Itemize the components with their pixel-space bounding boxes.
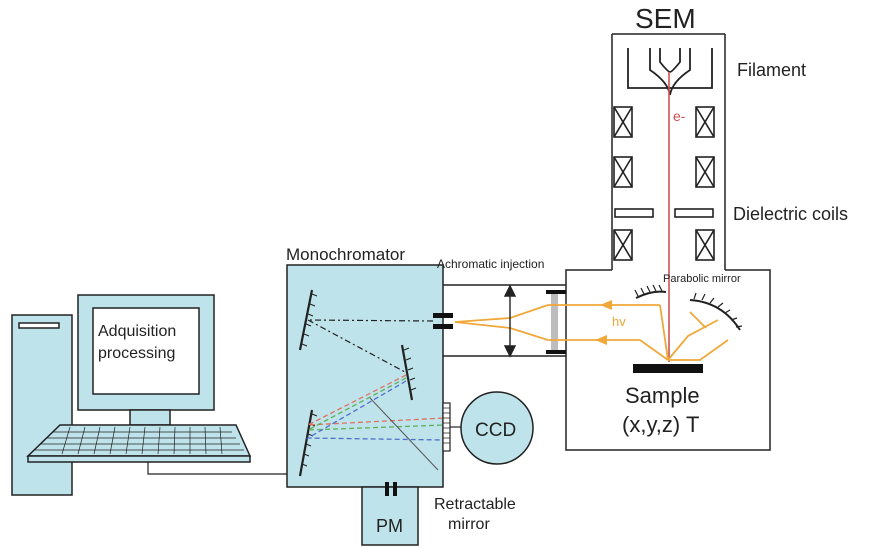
- sem-label: SEM: [635, 3, 696, 34]
- light-path: [454, 304, 729, 361]
- mirror-hatching: [634, 284, 743, 328]
- monochromator-mirrors: [298, 289, 414, 477]
- pm-detector: [361, 482, 419, 546]
- filament-label: Filament: [737, 60, 806, 80]
- monochromator-box: [286, 264, 444, 488]
- mirror-label: mirror: [448, 516, 490, 533]
- hv-label: hv: [612, 314, 626, 329]
- coil-icons: [613, 106, 715, 261]
- entrance-slit-icon: [433, 313, 453, 329]
- parabolic-mirror-label: Parabolic mirror: [663, 273, 741, 285]
- computer-icon: [11, 294, 252, 496]
- pm-label: PM: [376, 516, 403, 536]
- sample-chamber: [565, 269, 771, 451]
- light-arrowheads: [595, 300, 612, 345]
- computer-label-line1: Adquisition: [98, 323, 176, 340]
- lens-icon: [503, 284, 517, 358]
- optical-tube: [443, 284, 566, 357]
- keyboard-grid: [34, 426, 244, 455]
- electron-label: e-: [673, 108, 686, 124]
- ccd-detector: [442, 391, 534, 465]
- sample-stage: [633, 364, 703, 373]
- computer-label-line2: processing: [98, 345, 175, 362]
- internal-beam: [307, 319, 434, 373]
- sample-label: Sample: [625, 383, 700, 408]
- injection-window: [546, 290, 566, 354]
- parabolic-mirror-icon: [635, 290, 741, 331]
- monochromator-label: Monochromator: [286, 245, 405, 264]
- retractable-label: Retractable: [434, 496, 516, 513]
- retractable-mirror-line: [369, 397, 439, 471]
- sem-column: [611, 33, 726, 270]
- dielectric-coils-label: Dielectric coils: [733, 204, 848, 224]
- dispersed-light: [305, 374, 446, 441]
- achromatic-injection-label: Achromatic injection: [437, 257, 544, 271]
- computer-cable: [147, 462, 287, 475]
- sample-coords-label: (x,y,z) T: [622, 412, 699, 437]
- ccd-label: CCD: [475, 420, 516, 441]
- filament-icon: [627, 48, 713, 96]
